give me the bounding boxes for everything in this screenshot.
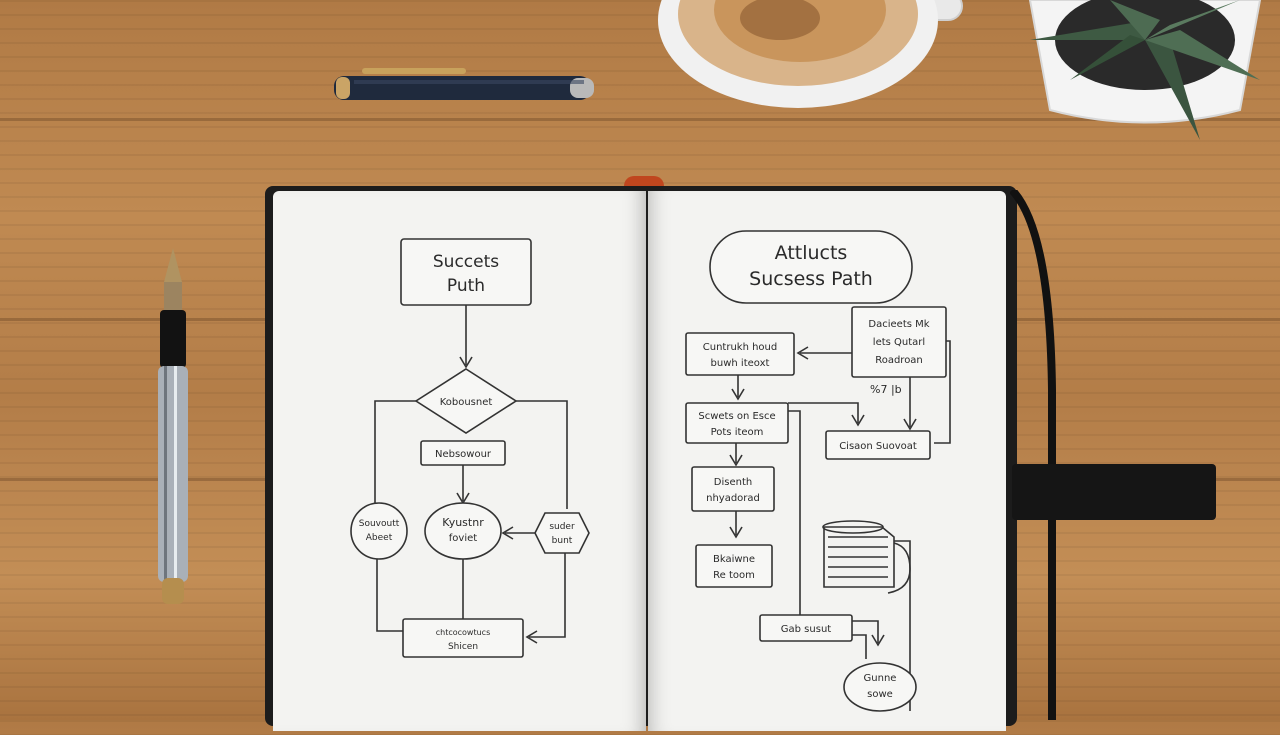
decision-label: Kobousnet [440, 397, 493, 408]
left-title-line2: Puth [447, 276, 485, 296]
circle-bottom-line1: Gunne [864, 673, 897, 684]
machine-sketch [822, 520, 911, 594]
circle-bottom-line2: sowe [867, 689, 893, 700]
bottom-box-line1: chtcocowtucs [436, 628, 491, 637]
box-left-3-line1: Disenth [714, 477, 752, 488]
coffee-cup [658, 0, 963, 108]
left-title-line1: Succets [433, 252, 499, 272]
middle-box-label: Nebsowour [435, 449, 492, 460]
center-circle-line1: Kyustnr [442, 516, 484, 529]
right-title-line1: Attlucts [775, 242, 848, 264]
left-circle-line1: Souvoutt [359, 519, 400, 529]
bottom-box-line2: Shicen [448, 642, 478, 652]
hex-line2: bunt [552, 536, 573, 546]
box-right-2-label: Cisaon Suovoat [839, 441, 917, 452]
box-left-4-line1: Bkaiwne [713, 554, 755, 565]
box-left-3-line2: nhyadorad [706, 493, 760, 504]
flowchart-right: Attlucts Sucsess Path Cuntrukh houd buwh… [685, 230, 951, 712]
box-right-1-line3: Roadroan [875, 355, 923, 366]
hex-line1: suder [549, 522, 575, 532]
potted-plant [1028, 0, 1262, 140]
notebook-page-left: Succets Puth Kobousnet Nebsowour Souvout… [273, 191, 646, 731]
notebook-strap [1012, 464, 1216, 520]
notebook: Succets Puth Kobousnet Nebsowour Souvout… [265, 186, 1017, 731]
pen-capped [334, 68, 594, 100]
box-right-1-line2: lets Qutarl [873, 337, 925, 348]
box-bottom-label: Gab susut [781, 624, 831, 635]
box-left-2-line1: Scwets on Esce [698, 411, 775, 422]
box-right-1-line1: Dacieets Mk [868, 319, 929, 330]
notebook-elastic-band [1010, 190, 1056, 720]
box-left-4-line2: Re toom [713, 570, 755, 581]
numbers-label: %7 |b [870, 383, 902, 396]
box-left-1-line2: buwh iteoxt [711, 358, 770, 369]
fountain-pen [158, 248, 188, 604]
box-left-1-line1: Cuntrukh houd [703, 342, 777, 353]
center-circle-line2: foviet [449, 533, 477, 544]
box-left-2-line2: Pots iteom [711, 427, 764, 438]
right-title-line2: Sucsess Path [749, 268, 873, 290]
left-circle-line2: Abeet [366, 533, 393, 543]
notebook-page-right: Attlucts Sucsess Path Cuntrukh houd buwh… [648, 191, 1006, 731]
flowchart-left: Succets Puth Kobousnet Nebsowour Souvout… [350, 238, 590, 658]
